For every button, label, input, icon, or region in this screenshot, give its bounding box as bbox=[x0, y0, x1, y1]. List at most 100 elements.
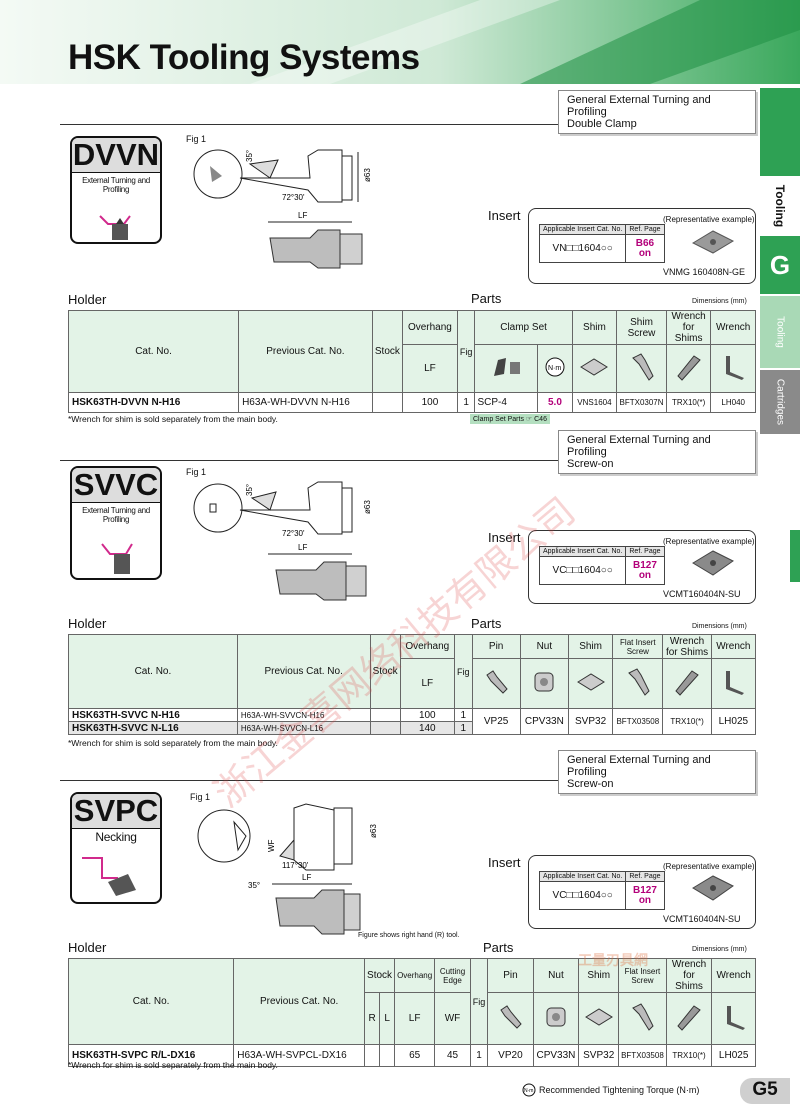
shim-icon bbox=[567, 658, 614, 709]
angle1-label: 35° bbox=[248, 881, 260, 890]
th-overhang: Overhang bbox=[399, 634, 455, 659]
th-lf: LF bbox=[399, 658, 455, 709]
insert-label: Insert bbox=[488, 855, 521, 870]
th-l: L bbox=[379, 992, 396, 1045]
table-row: HSK63TH-SVVC N-L16 H63A-WH-SVVCN-L16 140… bbox=[68, 721, 756, 735]
th-cat-no: Cat. No. bbox=[67, 310, 240, 393]
row-lf: 100 bbox=[399, 708, 455, 722]
insert-example-name: VNMG 160408N-GE bbox=[663, 267, 746, 277]
drawing-svpc: ø63 WF 117°30' 35° LF bbox=[197, 803, 378, 935]
insert-example-name: VCMT160404N-SU bbox=[663, 914, 741, 924]
th-prev-cat: Previous Cat. No. bbox=[238, 310, 373, 393]
row-wf: 45 bbox=[434, 1044, 471, 1067]
lf-label: LF bbox=[298, 211, 307, 220]
th-fig: Fig bbox=[453, 634, 473, 709]
row-flat-screw: BFTX03508 bbox=[612, 708, 664, 735]
shim-icon bbox=[578, 992, 620, 1045]
side-tab-cartridges[interactable]: Cartridges bbox=[760, 370, 800, 434]
lf-label: LF bbox=[298, 543, 307, 552]
th-pin: Pin bbox=[471, 634, 521, 659]
insert-image bbox=[692, 550, 734, 576]
row-wrench-shim: TRX10(*) bbox=[662, 708, 712, 735]
parts-label: Parts bbox=[483, 940, 514, 955]
hex-wrench-icon bbox=[710, 344, 756, 393]
insert-box-svpc: (Representative example) Applicable Inse… bbox=[528, 855, 756, 929]
spec-table-svvc: Cat. No. Previous Cat. No. Stock Overhan… bbox=[68, 634, 757, 735]
nm-icon: N·m bbox=[537, 344, 573, 393]
row-prev: H63A-WH-SVVCN-H16 bbox=[236, 708, 371, 722]
section-divider-3 bbox=[60, 780, 758, 781]
row-pin: VP25 bbox=[471, 708, 521, 735]
pin-icon bbox=[471, 658, 521, 709]
angle2-label: 72°30' bbox=[282, 193, 305, 202]
dia-label: ø63 bbox=[363, 500, 372, 514]
ref-page: B127 bbox=[632, 559, 657, 571]
badge-svpc: SVPC Necking bbox=[70, 792, 162, 904]
row-flat-screw: BFTX03508 bbox=[618, 1044, 667, 1067]
nut-icon bbox=[532, 992, 580, 1045]
insert-image bbox=[691, 230, 735, 254]
row-fig: 1 bbox=[453, 708, 473, 722]
row-shim: VNS1604 bbox=[571, 392, 618, 413]
th-prev-cat: Previous Cat. No. bbox=[233, 958, 366, 1045]
row-stock-r bbox=[364, 1044, 381, 1067]
ref-page: B127 bbox=[632, 884, 657, 896]
side-tab-tooling[interactable]: Tooling bbox=[760, 178, 800, 234]
fig-right-hand-note: Figure shows right hand (R) tool. bbox=[358, 932, 460, 939]
header-band bbox=[0, 0, 800, 84]
insert-box-dvvn: (Representative example) Applicable Inse… bbox=[528, 208, 756, 284]
type-line-2: Screw-on bbox=[567, 458, 614, 470]
insert-image bbox=[692, 875, 734, 901]
type-line-2: Screw-on bbox=[567, 778, 614, 790]
badge-code: SVVC bbox=[72, 467, 160, 503]
row-wrench-shim: TRX10(*) bbox=[665, 1044, 713, 1067]
th-pin: Pin bbox=[487, 958, 534, 993]
tool-pictogram bbox=[99, 215, 131, 240]
rep-example: (Representative example) bbox=[663, 215, 755, 224]
ref-sub: on bbox=[638, 569, 652, 581]
spec-table-svpc: Cat. No. Previous Cat. No. Stock Overhan… bbox=[67, 958, 756, 1067]
side-tab-letter[interactable]: G bbox=[760, 236, 800, 294]
th-applicable: Applicable Insert Cat. No. bbox=[538, 224, 627, 235]
pin-icon bbox=[487, 992, 534, 1045]
side-band-top bbox=[760, 88, 800, 176]
th-overhang: Overhang bbox=[394, 958, 436, 993]
hex-wrench-icon bbox=[711, 992, 756, 1045]
th-lf: LF bbox=[394, 992, 436, 1045]
angle2-label: 72°30' bbox=[282, 529, 305, 538]
insert-cat: VN□□1604○○ bbox=[538, 234, 627, 263]
fig-label: Fig 1 bbox=[186, 467, 207, 477]
fig-label: Fig 1 bbox=[186, 134, 207, 144]
screw-icon bbox=[612, 658, 664, 709]
angle2-label: 117°30' bbox=[282, 861, 309, 870]
table-row: HSK63TH-SVVC N-H16 H63A-WH-SVVCN-H16 100… bbox=[68, 708, 757, 735]
side-marker-bar bbox=[790, 530, 800, 582]
torque-legend: N·m Recommended Tightening Torque (N·m) bbox=[522, 1083, 699, 1097]
th-applicable: Applicable Insert Cat. No. bbox=[538, 546, 627, 557]
th-shim-screw: Shim Screw bbox=[616, 310, 667, 345]
badge-code: DVVN bbox=[72, 137, 160, 173]
section-divider-1 bbox=[60, 124, 758, 125]
dims-label: Dimensions (mm) bbox=[692, 946, 747, 953]
rep-example: (Representative example) bbox=[663, 862, 755, 871]
clamp-set-link[interactable]: Clamp Set Parts ☞ C46 bbox=[470, 414, 550, 424]
side-tab-sub-tooling[interactable]: Tooling bbox=[760, 296, 800, 368]
row-wrench: LH025 bbox=[711, 1044, 756, 1067]
row-lf: 100 bbox=[402, 392, 458, 413]
badge-subtitle: External Turning and Profiling bbox=[82, 506, 150, 524]
row-fig: 1 bbox=[453, 721, 473, 735]
row-fig: 1 bbox=[456, 392, 476, 413]
row-stock bbox=[371, 392, 404, 413]
type-line-1: General External Turning and Profiling bbox=[567, 434, 711, 458]
tool-pictogram bbox=[101, 543, 133, 574]
th-overhang: Overhang bbox=[402, 310, 458, 345]
badge-dvvn: DVVN External Turning and Profiling bbox=[70, 136, 162, 244]
th-lf: LF bbox=[402, 344, 458, 393]
row-wrench: LH025 bbox=[710, 708, 757, 735]
th-nut: Nut bbox=[532, 958, 580, 993]
row-prev: H63A-WH-SVVCN-L16 bbox=[236, 721, 371, 735]
table-row: HSK63TH-DVVN N-H16 H63A-WH-DVVN N-H16 10… bbox=[67, 392, 756, 413]
